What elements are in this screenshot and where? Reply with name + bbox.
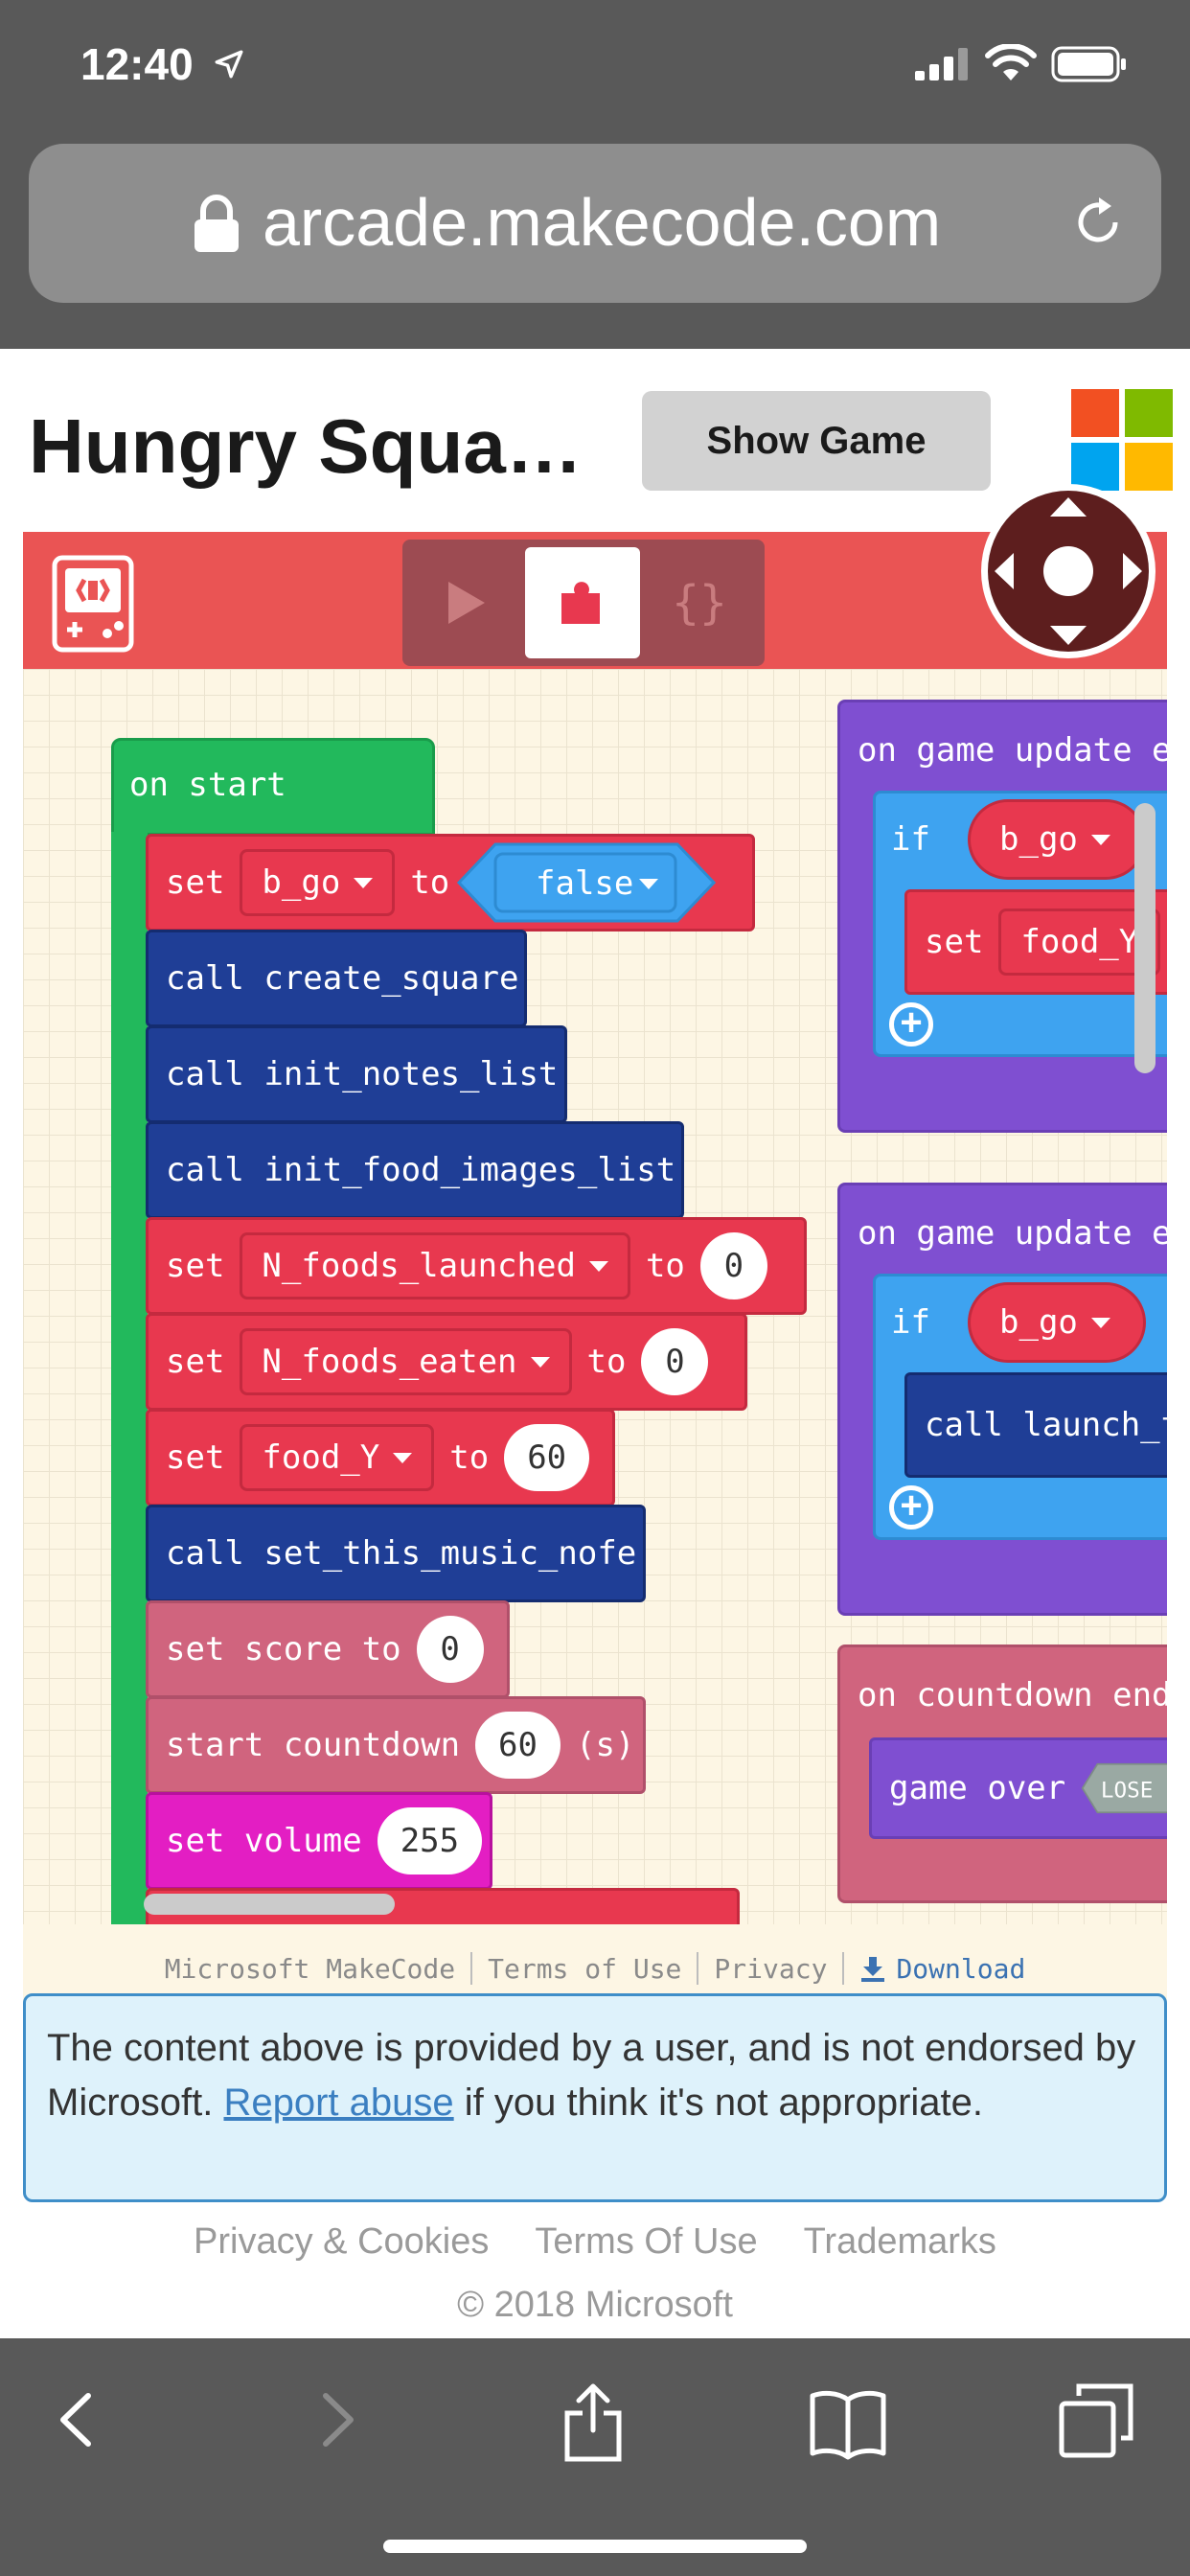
call-init-food-images-list-block[interactable]: call init_food_images_list — [146, 1121, 684, 1219]
variable-dropdown[interactable]: b_go — [240, 849, 396, 916]
privacy-link[interactable]: Privacy — [714, 1952, 828, 1985]
boolean-false-dropdown[interactable]: false — [457, 840, 717, 925]
call-init-notes-list-block[interactable]: call init_notes_list — [146, 1025, 567, 1123]
battery-icon — [1051, 46, 1126, 82]
variable-dropdown[interactable]: food_Y — [240, 1424, 435, 1491]
lose-label: LOSE — [1101, 1779, 1154, 1804]
cellular-signal-icon — [915, 48, 968, 80]
chevron-down-icon — [588, 1260, 608, 1272]
condition-b-go[interactable]: b_go — [968, 1282, 1146, 1363]
show-game-button[interactable]: Show Game — [642, 391, 991, 491]
chevron-down-icon — [530, 1356, 550, 1368]
set-b-go-block[interactable]: set b_go to false — [146, 834, 755, 932]
blocks-mode-tab[interactable] — [525, 547, 640, 658]
divider — [470, 1952, 473, 1985]
page-title: Hungry Squa… — [29, 403, 583, 489]
if-block[interactable]: if b_go set food_Y + — [873, 791, 1167, 1057]
chevron-down-icon — [354, 877, 374, 888]
location-arrow-icon — [215, 50, 243, 79]
lock-icon — [195, 195, 239, 252]
user-content-notice: The content above is provided by a user,… — [23, 1993, 1167, 2202]
number-input[interactable]: 60 — [504, 1424, 590, 1491]
simulator-play-button[interactable] — [408, 547, 523, 658]
makecode-brand-link[interactable]: Microsoft MakeCode — [164, 1952, 456, 1985]
vertical-scrollbar[interactable] — [1134, 803, 1156, 1073]
download-link[interactable]: Download — [859, 1953, 1025, 1985]
set-food-y-block[interactable]: set food_Y to 60 — [146, 1409, 615, 1506]
url-text[interactable]: arcade.makecode.com — [263, 185, 942, 260]
browser-top-bar: 12:40 arcade.makecode.com — [0, 0, 1190, 349]
set-volume-block[interactable]: set volume 255 — [146, 1792, 492, 1890]
report-abuse-link[interactable]: Report abuse — [223, 2082, 454, 2124]
start-countdown-block[interactable]: start countdown 60 (s) — [146, 1696, 646, 1794]
wifi-icon — [985, 44, 1037, 80]
on-start-spine — [111, 832, 148, 1924]
divider — [842, 1952, 845, 1985]
add-else-icon[interactable]: + — [889, 1485, 933, 1530]
variable-dropdown[interactable]: food_Y — [998, 908, 1161, 976]
home-indicator[interactable] — [383, 2540, 807, 2553]
lose-dropdown[interactable]: LOSE — [1081, 1759, 1167, 1818]
false-value-text: false — [536, 864, 633, 903]
dpad-icon — [988, 491, 1149, 652]
browser-toolbar — [0, 2338, 1190, 2576]
number-input[interactable]: 255 — [377, 1807, 483, 1874]
call-create-square-block[interactable]: call create_square — [146, 930, 527, 1027]
legal-links: Privacy & Cookies Terms Of Use Trademark… — [0, 2221, 1190, 2263]
horizontal-scrollbar[interactable] — [144, 1894, 395, 1915]
add-else-icon[interactable]: + — [889, 1002, 933, 1046]
chevron-down-icon — [1090, 834, 1110, 845]
microsoft-logo — [1071, 389, 1173, 491]
call-set-this-music-block[interactable]: call set_this_music_nofe — [146, 1505, 646, 1602]
divider — [697, 1952, 699, 1985]
on-start-block[interactable]: on start — [111, 738, 435, 836]
editor-toolbar: {} — [23, 532, 1167, 669]
javascript-mode-tab[interactable]: {} — [672, 576, 727, 630]
call-launch-block[interactable]: call launch_f — [904, 1372, 1167, 1478]
condition-b-go[interactable]: b_go — [968, 799, 1146, 880]
trademarks-link[interactable]: Trademarks — [803, 2221, 996, 2262]
terms-link[interactable]: Terms Of Use — [535, 2221, 758, 2262]
editor-mode-toggle: {} — [402, 540, 765, 666]
variable-dropdown[interactable]: N_foods_eaten — [240, 1328, 572, 1395]
set-n-foods-eaten-block[interactable]: set N_foods_eaten to 0 — [146, 1313, 747, 1411]
arcade-console-icon[interactable] — [52, 555, 134, 653]
dpad-control[interactable] — [981, 484, 1156, 658]
set-score-block[interactable]: set score to 0 — [146, 1600, 510, 1698]
game-over-block[interactable]: game over LOSE — [869, 1737, 1167, 1839]
bookmarks-icon[interactable] — [805, 2377, 891, 2463]
copyright: © 2018 Microsoft — [457, 2285, 733, 2325]
play-icon — [448, 582, 485, 624]
on-game-update-event-2[interactable]: on game update e if b_go call launch_f + — [837, 1183, 1167, 1616]
number-input[interactable]: 0 — [416, 1616, 484, 1683]
blocks-workspace[interactable]: on start set b_go to false call create_s… — [23, 669, 1167, 1924]
terms-of-use-link[interactable]: Terms of Use — [488, 1952, 682, 1985]
puzzle-piece-icon — [561, 582, 600, 624]
back-icon[interactable] — [33, 2377, 119, 2463]
chevron-down-icon — [639, 879, 659, 889]
share-icon[interactable] — [550, 2377, 636, 2463]
privacy-cookies-link[interactable]: Privacy & Cookies — [194, 2221, 490, 2262]
reload-icon[interactable] — [1069, 194, 1127, 251]
number-input[interactable]: 0 — [641, 1328, 709, 1395]
download-icon — [861, 1957, 885, 1982]
chevron-down-icon — [1090, 1317, 1110, 1328]
chevron-down-icon — [393, 1452, 413, 1463]
set-food-y-inner-block[interactable]: set food_Y — [904, 889, 1167, 995]
number-input[interactable]: 0 — [699, 1232, 767, 1300]
on-game-update-event-1[interactable]: on game update e if b_go set food_Y + — [837, 700, 1167, 1133]
tabs-icon[interactable] — [1054, 2377, 1140, 2463]
notice-text-end: if you think it's not appropriate. — [453, 2082, 984, 2124]
forward-icon[interactable] — [295, 2377, 381, 2463]
if-block[interactable]: if b_go call launch_f + — [873, 1274, 1167, 1540]
set-n-foods-launched-block[interactable]: set N_foods_launched to 0 — [146, 1217, 807, 1315]
address-bar[interactable]: arcade.makecode.com — [29, 144, 1161, 303]
notice-text: The content above is provided by a user,… — [47, 2027, 1136, 2124]
variable-dropdown[interactable]: N_foods_launched — [240, 1232, 630, 1300]
on-countdown-end-event[interactable]: on countdown end game over LOSE — [837, 1644, 1167, 1903]
status-time: 12:40 — [80, 39, 194, 89]
number-input[interactable]: 60 — [475, 1712, 561, 1779]
